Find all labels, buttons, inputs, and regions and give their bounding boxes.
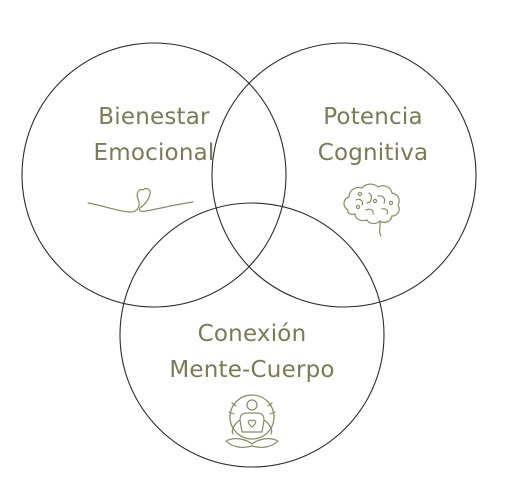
label-bienestar-emocional: Bienestar Emocional [64, 99, 244, 171]
label-line: Emocional [93, 140, 215, 166]
label-line: Bienestar [98, 104, 210, 130]
label-line: Mente-Cuerpo [169, 357, 335, 383]
circle-potencia-cognitiva [211, 42, 477, 308]
circle-bienestar-emocional [21, 42, 287, 308]
label-line: Cognitiva [317, 140, 429, 166]
meditation-icon [225, 394, 279, 448]
circle-conexion-mente-cuerpo [119, 202, 385, 468]
heart-line-icon [87, 188, 194, 213]
label-potencia-cognitiva: Potencia Cognitiva [283, 99, 463, 171]
brain-icon [343, 183, 400, 237]
label-line: Conexión [197, 321, 307, 347]
label-conexion-mente-cuerpo: Conexión Mente-Cuerpo [152, 316, 352, 388]
label-line: Potencia [323, 104, 423, 130]
